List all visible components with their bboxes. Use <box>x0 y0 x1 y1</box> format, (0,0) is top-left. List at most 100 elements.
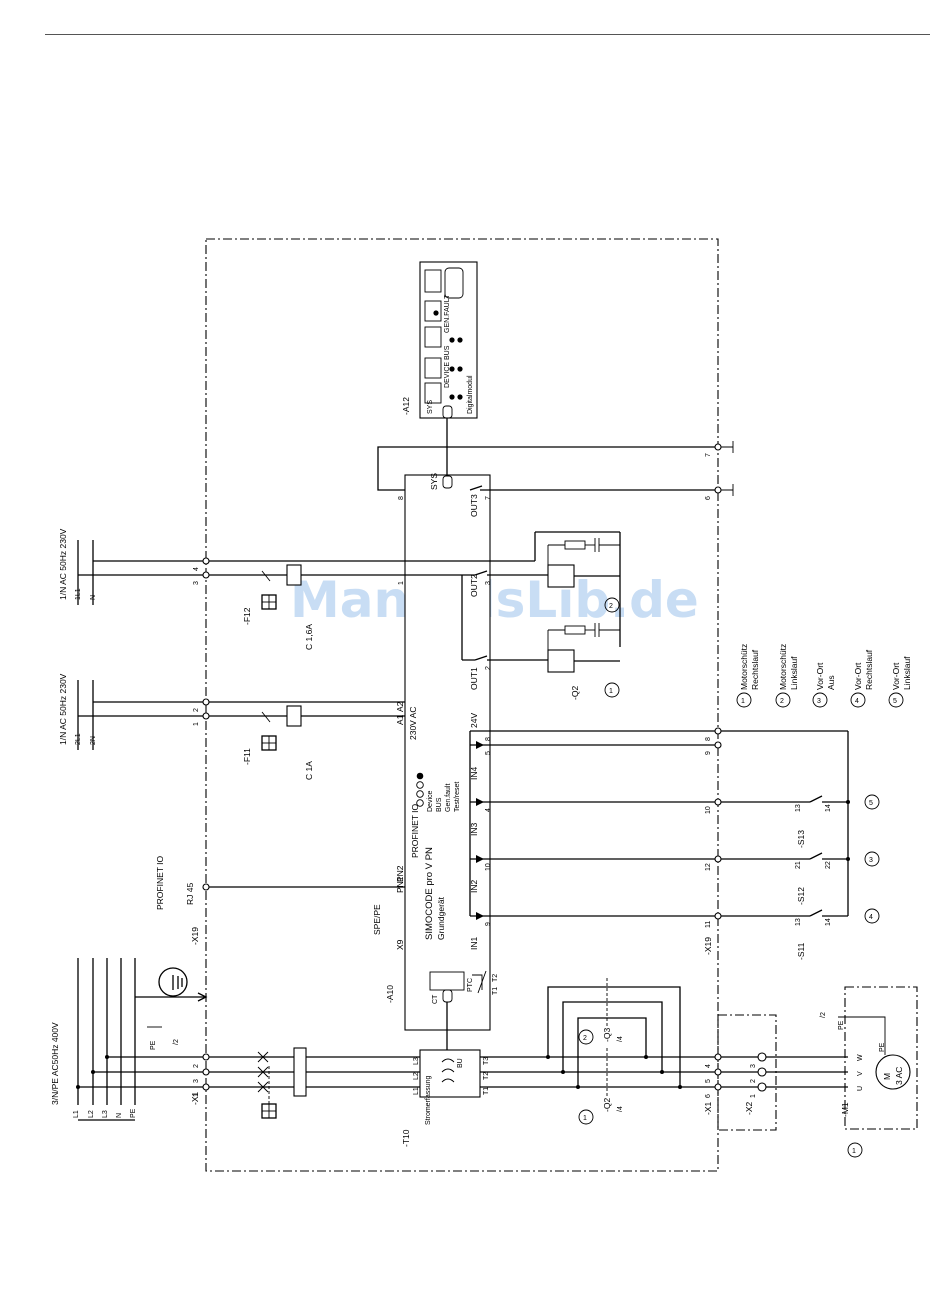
device-subname: Grundgerät <box>436 896 446 940</box>
device-tag: -A10 <box>385 985 395 1003</box>
device-name: SIMOCODE pro V PN <box>424 847 435 940</box>
svg-text:10: 10 <box>485 863 492 871</box>
supply-voltage: 230V AC <box>408 706 418 740</box>
coil-q3 <box>547 564 575 588</box>
legend: 1 Motorschütz Rechtslauf 2 Motorschütz L… <box>736 644 912 708</box>
out3-label: OUT3 <box>469 494 479 517</box>
ct-label: CT <box>432 994 439 1004</box>
svg-text:4: 4 <box>855 698 859 705</box>
x1-left-label: -X1 <box>190 1092 200 1106</box>
led-test <box>416 772 424 780</box>
motor-m: M <box>882 1073 892 1080</box>
svg-text:7: 7 <box>705 453 712 457</box>
motor-tag: -M1 <box>840 1102 850 1117</box>
svg-text:4: 4 <box>485 808 492 812</box>
fuse-f11 <box>286 705 302 727</box>
svg-text:3: 3 <box>869 857 873 864</box>
pin-numbers: 2 1 4 3 2 3 1 7 8 3 2 1 8 5 4 10 9 7 6 8… <box>193 453 832 1098</box>
in3-label: IN3 <box>469 823 479 837</box>
svg-text:1: 1 <box>398 581 405 585</box>
svg-text:3: 3 <box>750 1064 757 1068</box>
pin-spe: SPE/PE <box>372 904 382 935</box>
svg-text:5: 5 <box>893 698 897 705</box>
out2-label: OUT2 <box>469 574 479 597</box>
led-device-label: Device <box>427 790 434 812</box>
f12-rating: C 1,6A <box>304 624 314 650</box>
status-leds <box>416 772 424 807</box>
svg-text:PE: PE <box>150 1040 157 1050</box>
input-wiring <box>469 727 850 920</box>
svg-text:4: 4 <box>705 1064 712 1068</box>
in1-label: IN1 <box>469 937 479 951</box>
current-sensor <box>419 1049 481 1098</box>
svg-text:2: 2 <box>193 708 200 712</box>
svg-text:/4: /4 <box>617 1036 624 1042</box>
svg-text:PE: PE <box>838 1020 845 1030</box>
ptc-label: PTC <box>467 978 474 992</box>
svg-text:Linkslauf: Linkslauf <box>789 656 799 690</box>
simocode-basic-unit <box>404 474 491 1031</box>
f12-tag: -F12 <box>242 607 252 625</box>
s13-tag: -S13 <box>796 830 806 848</box>
svg-text:1: 1 <box>193 722 200 726</box>
out1-label: OUT1 <box>469 667 479 690</box>
svg-text:Vor-Ort: Vor-Ort <box>853 662 863 690</box>
svg-text:Vor-Ort: Vor-Ort <box>891 662 901 690</box>
svg-text:BU: BU <box>457 1058 464 1068</box>
svg-text:9: 9 <box>705 751 712 755</box>
led-device <box>416 799 424 807</box>
svg-text:T2: T2 <box>483 1072 490 1080</box>
svg-text:6: 6 <box>705 1094 712 1098</box>
svg-text:9: 9 <box>485 922 492 926</box>
svg-text:N: N <box>116 1113 123 1118</box>
svg-text:1: 1 <box>741 698 745 705</box>
svg-text:14: 14 <box>825 804 832 812</box>
svg-text:7: 7 <box>485 496 492 500</box>
s12-tag: -S12 <box>796 887 806 905</box>
in2-label: IN2 <box>469 880 479 894</box>
svg-text:T3: T3 <box>483 1057 490 1065</box>
svg-text:3: 3 <box>193 581 200 585</box>
svg-text:8: 8 <box>705 737 712 741</box>
digital-module-sys: SYS <box>427 400 434 414</box>
svg-text:5: 5 <box>869 800 873 807</box>
svg-text:-Q2: -Q2 <box>570 686 580 700</box>
svg-text:V: V <box>857 1071 864 1076</box>
f11-rating: C 1A <box>304 761 314 780</box>
off-button <box>424 300 442 322</box>
svg-text:8: 8 <box>398 496 405 500</box>
svg-text:5: 5 <box>485 751 492 755</box>
svg-text:4: 4 <box>869 914 873 921</box>
svg-text:Vor-Ort: Vor-Ort <box>815 662 825 690</box>
svg-text:N: N <box>90 595 97 600</box>
reversing-contactors <box>546 978 682 1096</box>
svg-text:U: U <box>857 1086 864 1091</box>
svg-text:13: 13 <box>795 804 802 812</box>
profinet-label: PROFINET IO <box>410 803 420 858</box>
svg-text:PE: PE <box>879 1042 886 1052</box>
genfault-button <box>424 326 442 348</box>
t2-label: T2 <box>492 974 499 982</box>
svg-text:2: 2 <box>609 603 613 610</box>
svg-text:8: 8 <box>485 737 492 741</box>
top-rule <box>45 34 930 35</box>
rj45-label: RJ 45 <box>185 883 195 905</box>
svg-text:2: 2 <box>583 1035 587 1042</box>
dm-device-label: DEVICE <box>444 362 451 388</box>
pin-pn2: PN2 <box>395 865 405 882</box>
led-genfault-label: Gen.fault <box>445 784 452 812</box>
motor-type: 3 AC <box>894 1067 904 1085</box>
svg-text:Aus: Aus <box>826 675 836 690</box>
led-genfault <box>416 781 424 789</box>
svg-text:Rechtslauf: Rechtslauf <box>864 649 874 690</box>
digital-module <box>419 261 478 419</box>
svg-text:22: 22 <box>825 861 832 869</box>
v24-label: 24V <box>469 713 479 728</box>
x1-terminals-left <box>202 1053 210 1091</box>
pin-x9: X9 <box>395 939 405 950</box>
on1-button <box>424 382 442 404</box>
svg-text:1L1: 1L1 <box>75 588 82 600</box>
pin-pn1: PN1 <box>395 876 405 893</box>
led-bus <box>416 790 424 798</box>
svg-text:2: 2 <box>485 666 492 670</box>
